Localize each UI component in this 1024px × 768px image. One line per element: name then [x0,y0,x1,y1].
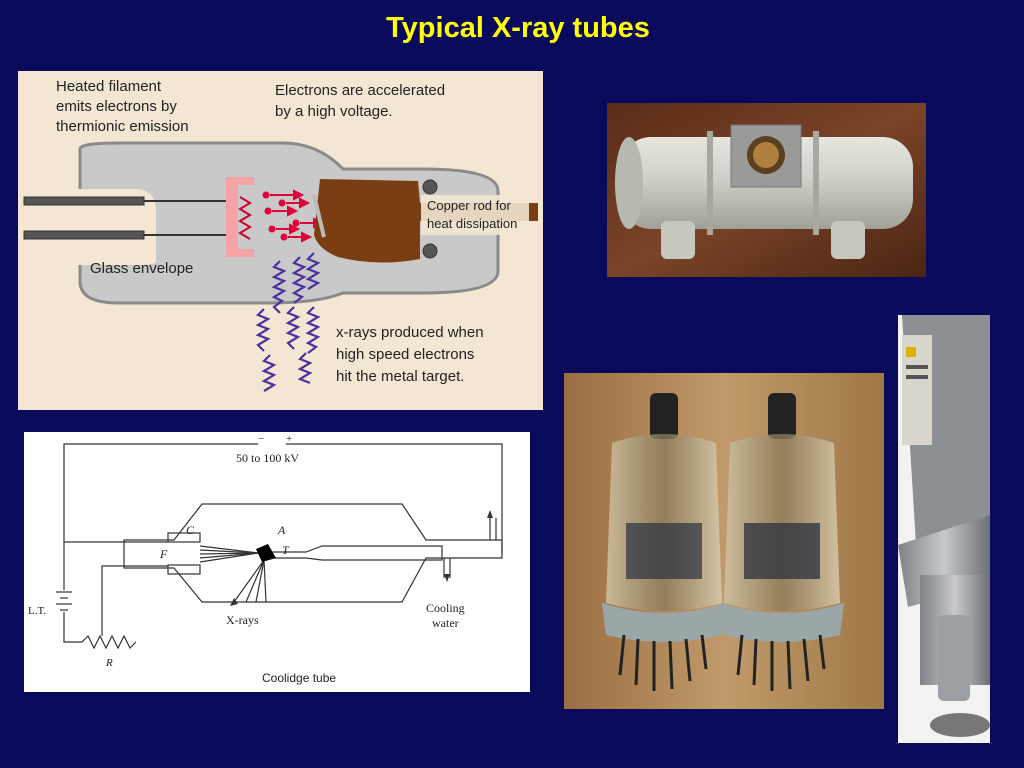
label-electrons-2: by a high voltage. [275,103,393,120]
label-filament-2: emits electrons by [56,98,177,115]
label-filament-1: Heated filament [56,78,162,95]
glass-vacuum-tubes-photo [564,373,884,709]
xray-tube-diagram: Heated filament emits electrons by therm… [18,71,543,410]
label-f: F [159,547,168,561]
caption: Coolidge tube [262,671,336,685]
label-t: T [282,543,290,557]
slide-title: Typical X-ray tubes [386,12,650,44]
filament-coil [238,196,252,240]
label-xrays: X-rays [226,613,259,627]
label-glass-envelope: Glass envelope [90,260,193,277]
voltage-label: 50 to 100 kV [236,451,299,465]
label-a: A [277,523,286,537]
label-copper-2: heat dissipation [427,216,517,231]
xray-waves [255,252,321,392]
polarity-minus: − [258,433,264,445]
label-c: C [186,523,195,537]
label-xrays-1: x-rays produced when [336,324,484,341]
label-cooling-2: water [432,616,459,630]
coolidge-tube-schematic: − + 50 to 100 kV C F A T L.T. R X-rays C… [24,432,530,692]
label-xrays-2: high speed electrons [336,346,474,363]
label-electrons-1: Electrons are accelerated [275,82,445,99]
xray-tube-housing-photo [607,103,926,277]
label-cooling-1: Cooling [426,601,465,615]
xray-source-assembly-photo [898,315,990,743]
label-filament-3: thermionic emission [56,118,189,135]
filament-lead-bottom [23,230,145,240]
filament-lead-top [23,196,145,206]
label-r: R [105,657,113,669]
cathode-cup [226,177,254,257]
label-copper-1: Copper rod for [427,198,511,213]
polarity-plus: + [286,433,292,445]
label-lt: L.T. [28,605,46,617]
label-xrays-3: hit the metal target. [336,368,464,385]
metal-target [312,194,326,238]
target-anode [256,544,276,562]
